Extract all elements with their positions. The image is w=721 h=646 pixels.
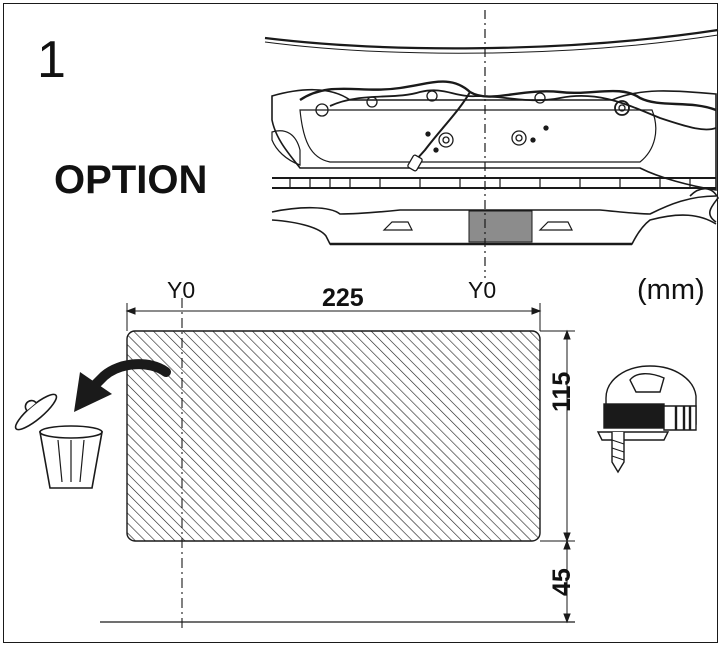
width-value: 225 xyxy=(322,284,364,312)
offset-value: 45 xyxy=(548,568,576,596)
discard-arrow-icon xyxy=(74,359,171,412)
width-dimension xyxy=(125,303,542,331)
jigsaw-icon xyxy=(596,365,697,474)
trash-bin-icon xyxy=(14,393,103,489)
option-label: OPTION xyxy=(54,158,208,202)
page-frame xyxy=(3,3,718,643)
datum-label-left: Y0 xyxy=(167,277,196,303)
unit-label: (mm) xyxy=(637,274,705,306)
cut-area xyxy=(126,330,541,542)
height-value: 115 xyxy=(548,371,576,412)
bumper-harness-illustration xyxy=(264,28,719,246)
cutout-highlight xyxy=(468,210,533,243)
step-number: 1 xyxy=(37,31,66,89)
height-dimension xyxy=(540,329,575,543)
datum-label-right: Y0 xyxy=(468,277,497,303)
offset-dimension xyxy=(100,539,575,624)
